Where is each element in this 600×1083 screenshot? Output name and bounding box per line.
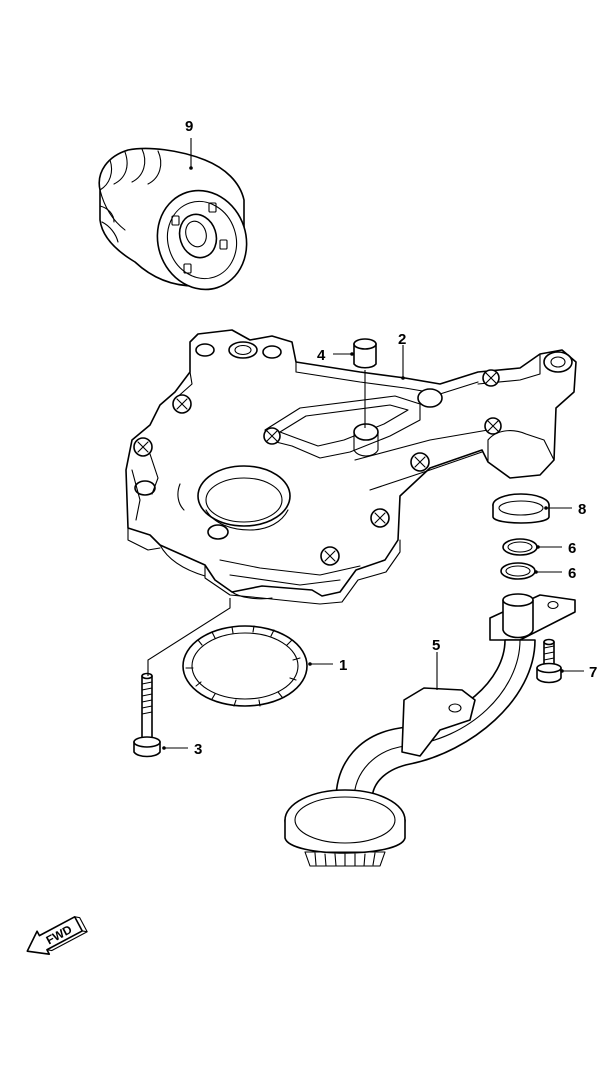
callout-2[interactable]: 2 [398,331,406,348]
callout-4[interactable]: 4 [317,347,326,364]
callout-6-lower[interactable]: 6 [568,565,576,582]
callout-8[interactable]: 8 [578,501,586,518]
forward-arrow-icon: FWD [26,916,88,955]
o-ring-upper-part[interactable] [502,538,538,556]
callout-9[interactable]: 9 [185,118,193,135]
callout-6-upper[interactable]: 6 [568,540,576,557]
seal-ring-part[interactable] [492,493,550,524]
long-bolt-part[interactable] [133,672,161,758]
oil-filter-part[interactable] [98,147,259,301]
gasket-ring-part[interactable] [182,625,308,707]
callout-1[interactable]: 1 [339,657,347,674]
oil-pump-body-part[interactable] [125,329,577,605]
short-bolt-part[interactable] [536,638,562,684]
callout-3[interactable]: 3 [194,741,202,758]
leader-lines [147,138,584,750]
bolt-hole-markers [133,369,502,566]
callout-5[interactable]: 5 [432,637,440,654]
dowel-pin-part[interactable] [353,338,377,369]
callout-7[interactable]: 7 [589,664,597,681]
oil-strainer-part[interactable] [284,593,576,867]
callout-labels: 9 2 4 1 3 5 8 6 6 7 [185,118,597,758]
o-ring-lower-part[interactable] [500,562,536,580]
